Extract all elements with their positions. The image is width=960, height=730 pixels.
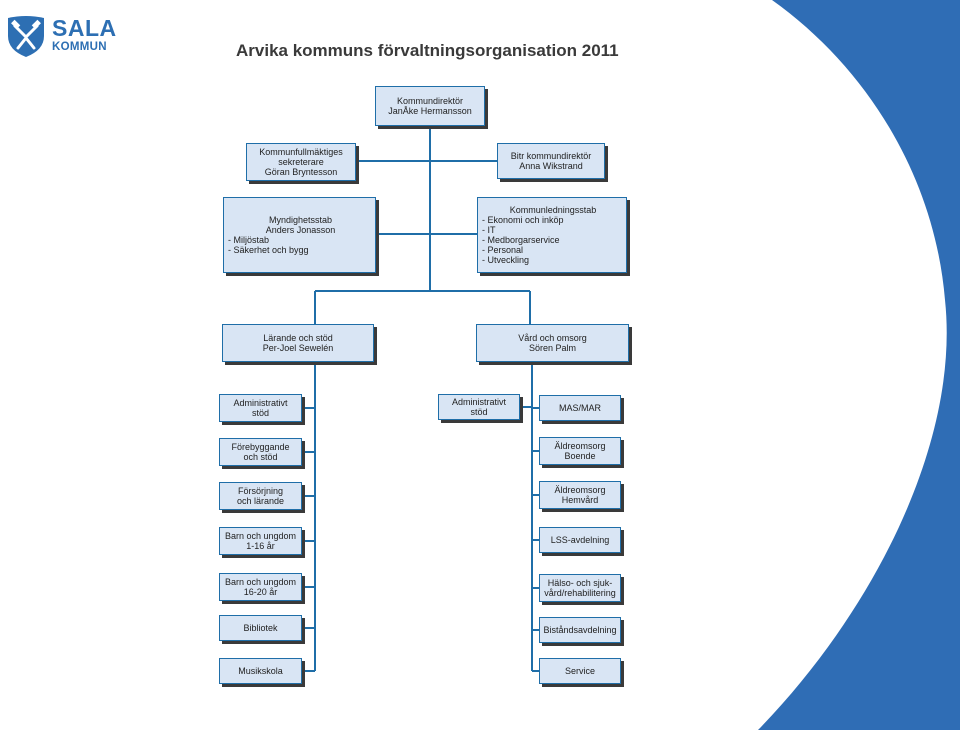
node-line: Barn och ungdom: [224, 531, 297, 541]
node-kommunledningsstab[interactable]: Kommunledningsstab - Ekonomi och inköp -…: [477, 197, 627, 273]
node-line: Förebyggande: [231, 442, 290, 452]
node-line: Administrativt: [233, 398, 288, 408]
logo-name: SALA: [52, 15, 117, 41]
node-line: Anna Wikstrand: [519, 161, 583, 171]
node-line: vård/rehabilitering: [544, 588, 616, 598]
node-kommundirektor[interactable]: Kommundirektör JanÅke Hermansson: [375, 86, 485, 126]
page-title: Arvika kommuns förvaltningsorganisation …: [236, 41, 619, 60]
node-line: Service: [564, 666, 595, 676]
node-line: Myndighetsstab: [268, 215, 333, 225]
node-item: - Ekonomi och inköp: [482, 215, 564, 225]
node-line: Anders Jonasson: [265, 225, 336, 235]
node-vard-unit[interactable]: LSS-avdelning: [539, 527, 621, 553]
node-line: 1-16 år: [246, 541, 275, 551]
node-line: Biståndsavdelning: [543, 625, 617, 635]
node-line: och stöd: [243, 452, 278, 462]
node-line: Lärande och stöd: [263, 333, 333, 343]
blue-arc-shape: [758, 0, 960, 730]
node-line: sekreterare: [278, 157, 324, 167]
node-line: Hemvård: [561, 495, 599, 505]
node-line: Kommunfullmäktiges: [259, 147, 343, 157]
node-vard-unit[interactable]: Biståndsavdelning: [539, 617, 621, 643]
node-line: MAS/MAR: [558, 403, 601, 413]
node-item: - Personal: [482, 245, 524, 255]
node-line: Sören Palm: [528, 343, 577, 353]
node-item: - Säkerhet och bygg: [228, 245, 309, 255]
node-vard-unit[interactable]: Hälso- och sjuk-vård/rehabilitering: [539, 574, 621, 602]
node-line: Vård och omsorg: [518, 333, 587, 343]
node-line: JanÅke Hermansson: [388, 106, 472, 116]
logo-subtitle: KOMMUN: [52, 41, 107, 53]
node-line: Boende: [564, 451, 596, 461]
node-line: Äldreomsorg: [554, 441, 606, 451]
sala-kommun-logo: SALA KOMMUN: [6, 14, 126, 64]
node-vard-administrativt-stod[interactable]: Administrativt stöd: [438, 394, 520, 420]
node-larande-unit[interactable]: Musikskola: [219, 658, 302, 684]
node-line: Administrativt: [451, 397, 506, 407]
node-vard-unit[interactable]: MAS/MAR: [539, 395, 621, 421]
node-line: Barn och ungdom: [224, 577, 297, 587]
node-line: Kommundirektör: [396, 96, 464, 106]
node-line: och lärande: [236, 496, 285, 506]
node-myndighetsstab[interactable]: Myndighetsstab Anders Jonasson - Miljöst…: [223, 197, 376, 273]
node-kommunfullmaktiges-sekreterare[interactable]: Kommunfullmäktiges sekreterare Göran Bry…: [246, 143, 356, 181]
node-item: - Medborgarservice: [482, 235, 560, 245]
node-item: - IT: [482, 225, 496, 235]
node-line: Per-Joel Sewelén: [262, 343, 334, 353]
node-item: - Miljöstab: [228, 235, 270, 245]
node-line: stöd: [470, 407, 488, 417]
node-larande-unit[interactable]: Bibliotek: [219, 615, 302, 641]
node-vard-unit[interactable]: Service: [539, 658, 621, 684]
hammer-shield-icon: [8, 16, 44, 57]
node-line: Bitr kommundirektör: [510, 151, 592, 161]
node-item: - Utveckling: [482, 255, 530, 265]
node-larande-och-stod[interactable]: Lärande och stöd Per-Joel Sewelén: [222, 324, 374, 362]
node-bitr-kommundirektor[interactable]: Bitr kommundirektör Anna Wikstrand: [497, 143, 605, 179]
node-vard-och-omsorg[interactable]: Vård och omsorg Sören Palm: [476, 324, 629, 362]
node-line: Äldreomsorg: [554, 485, 606, 495]
node-line: 16-20 år: [243, 587, 278, 597]
node-line: Musikskola: [238, 666, 283, 676]
node-line: LSS-avdelning: [550, 535, 610, 545]
node-line: Försörjning: [237, 486, 284, 496]
node-line: Kommunledningsstab: [509, 205, 597, 215]
node-line: stöd: [251, 408, 269, 418]
node-line: Hälso- och sjuk-: [547, 578, 613, 588]
node-line: Göran Bryntesson: [264, 167, 338, 177]
node-line: Bibliotek: [243, 623, 278, 633]
